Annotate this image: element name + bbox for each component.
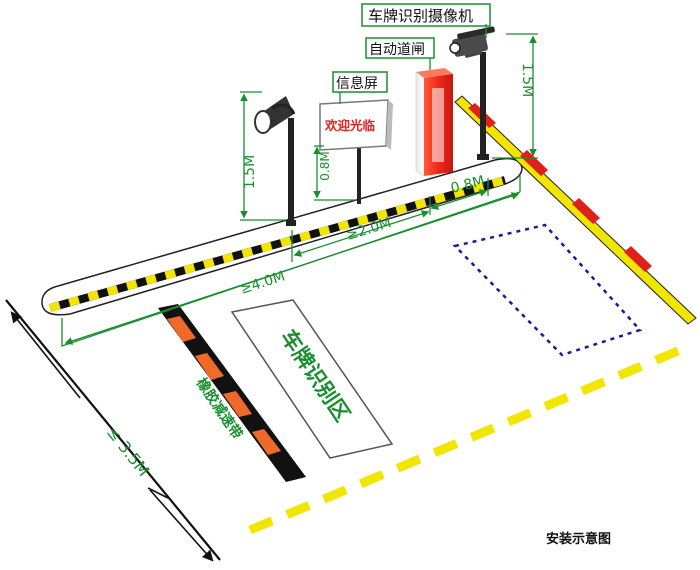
barrier-gate [415,68,453,177]
dim-camera [492,33,538,159]
dim-island-bump-text: ≥4.0M [238,268,287,297]
dim-arrow-2m [293,210,430,257]
dim-lane-width [10,311,214,562]
camera-label: 车牌识别摄像机 [368,7,473,25]
dim-arrow-4m [64,192,520,345]
diagram-caption: 安装示意图 [546,531,611,547]
dim-camera-text: 1.5M [519,63,535,97]
display-label: 信息屏 [336,75,378,92]
dim-display-text: 0.8M [318,151,332,180]
dim-display [313,145,356,201]
light-pole [254,96,296,226]
barrier-label-box [365,37,435,59]
detection-zone [452,223,643,357]
lane-left-edge [5,299,221,561]
lpr-camera [449,26,495,160]
dim-lane-width-text: ≤ 3.5M [103,423,154,480]
dim-arrow-08m-h [430,189,488,210]
dim-light-pole-text: 1.5M [242,155,258,189]
barrier-label: 自动道闸 [369,42,425,58]
camera-label-box [361,3,491,27]
display-text: 欢迎光临 [324,118,376,133]
info-display [319,99,393,204]
display-label-box [332,71,388,93]
barrier-arm [454,95,697,325]
dim-light-pole [240,91,285,221]
